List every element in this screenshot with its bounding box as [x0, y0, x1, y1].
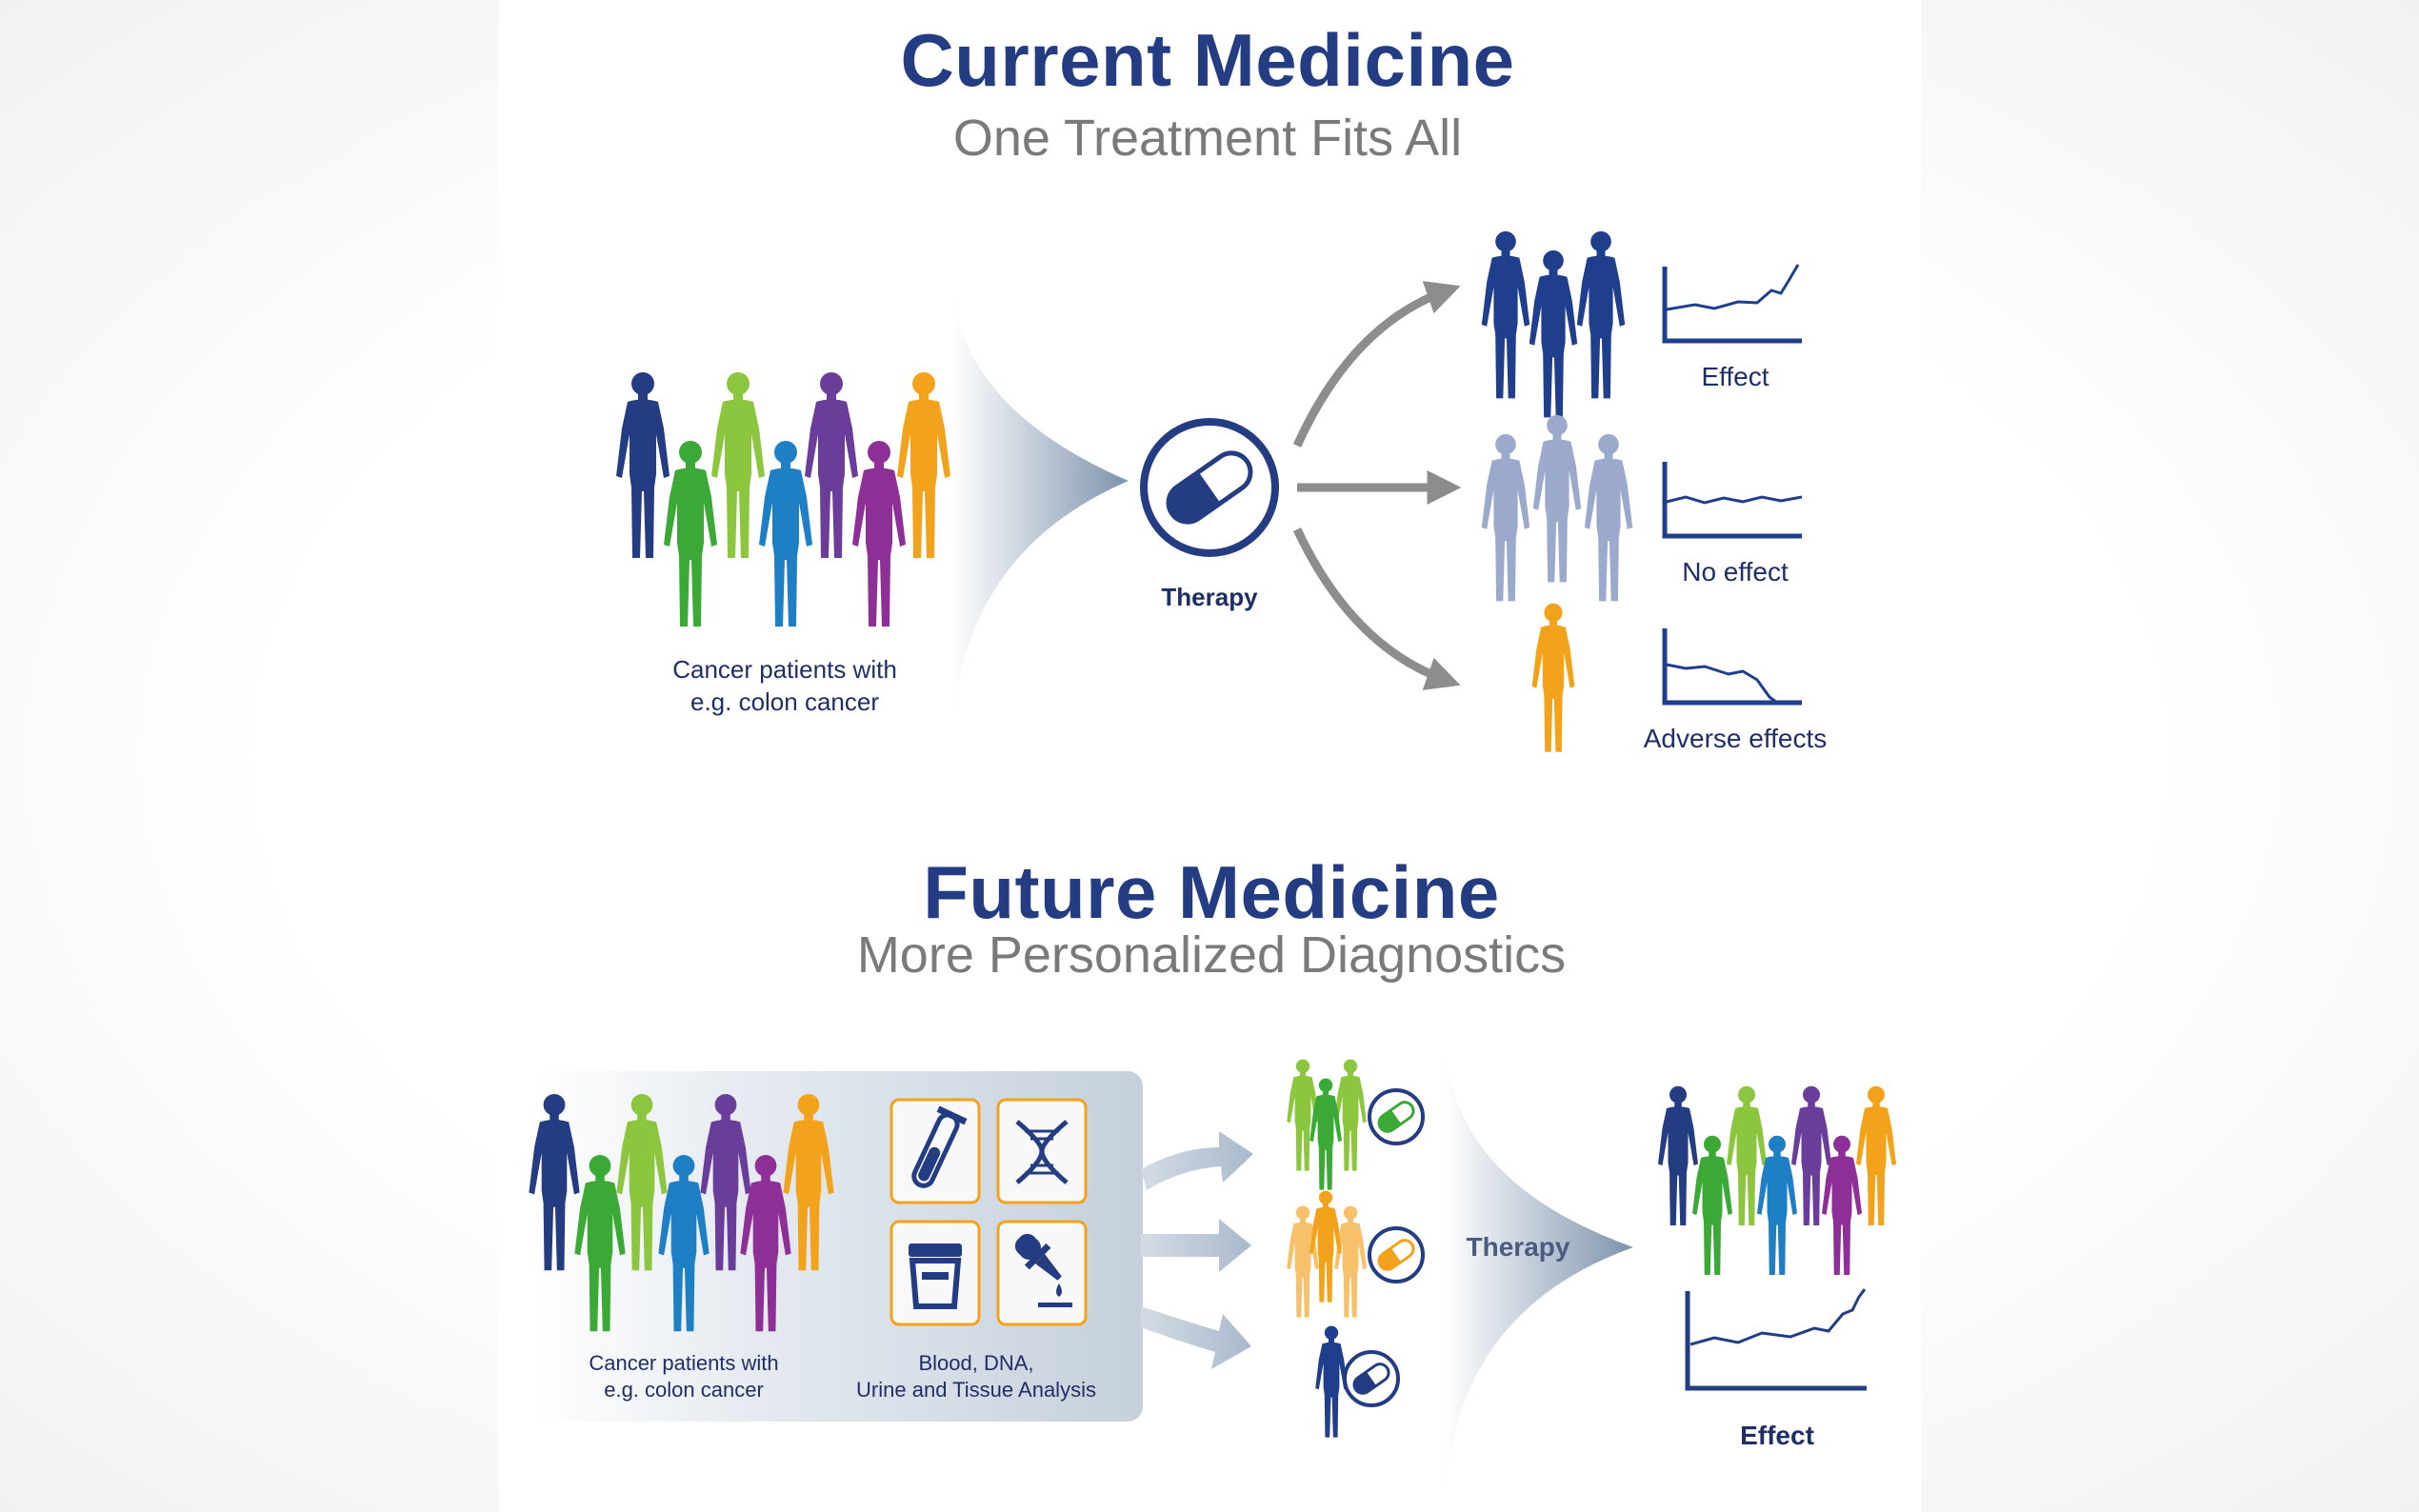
future-funnel-arrow [1446, 1038, 1633, 1512]
analysis-label-line2: Urine and Tissue Analysis [856, 1378, 1096, 1402]
effect-label: Effect [1701, 362, 1769, 391]
current-patients-group [616, 372, 950, 627]
future-patients-label-line1: Cancer patients with [589, 1351, 779, 1375]
urine-container-tile [890, 1220, 981, 1326]
future-therapy-label: Therapy [1466, 1232, 1570, 1262]
person-figure [1334, 1205, 1367, 1318]
person-figure [1856, 1085, 1896, 1225]
orange-subgroup [1287, 1190, 1425, 1318]
dropper-tile [996, 1220, 1088, 1326]
arrow-to-adverse [1292, 527, 1461, 690]
analysis-tiles [890, 1098, 1088, 1326]
green-subgroup [1287, 1059, 1425, 1190]
person-figure [1481, 433, 1530, 602]
current-subtitle: One Treatment Fits All [952, 109, 1463, 167]
adverse-mini-chart [1662, 628, 1802, 706]
future-effect-chart [1685, 1288, 1867, 1391]
person-figure [1532, 414, 1582, 583]
effect-mini-chart [1662, 264, 1802, 344]
person-figure [1481, 230, 1530, 399]
person-figure [852, 441, 906, 627]
person-figure [664, 441, 717, 627]
current-patients-label-line1: Cancer patients with [672, 655, 897, 684]
adverse-effects-group [1531, 603, 1575, 752]
current-patients-label: Cancer patients with e.g. colon cancer [672, 653, 897, 718]
person-figure [1658, 1085, 1698, 1225]
future-result-group [1658, 1085, 1896, 1275]
current-patients-label-line2: e.g. colon cancer [690, 687, 879, 716]
adverse-effects-label: Adverse effects [1643, 724, 1828, 753]
person-figure [805, 372, 858, 558]
person-figure [711, 372, 765, 558]
person-figure [1315, 1325, 1348, 1438]
test-tube-icon [911, 1105, 968, 1188]
future-title: Future Medicine [923, 850, 1500, 934]
person-figure [897, 372, 950, 558]
navy-subgroup [1315, 1325, 1400, 1438]
funnel-arrow [952, 286, 1129, 733]
future-subtitle: More Personalized Diagnostics [856, 926, 1567, 984]
arrow-to-navy-group [1141, 1306, 1251, 1369]
person-figure [1576, 230, 1626, 399]
person-figure [1529, 249, 1578, 418]
person-figure [1531, 603, 1575, 752]
person-figure [759, 441, 812, 627]
split-arrows [1141, 1131, 1253, 1369]
future-effect-label: Effect [1740, 1421, 1814, 1450]
no-effect-mini-chart [1662, 462, 1803, 539]
arrow-to-green-group [1141, 1131, 1253, 1190]
analysis-label: Blood, DNA, Urine and Tissue Analysis [856, 1350, 1096, 1403]
analysis-label-line1: Blood, DNA, [918, 1351, 1034, 1375]
no-effect-group [1481, 414, 1633, 602]
test-tube-tile [890, 1098, 981, 1204]
person-figure [1584, 433, 1633, 602]
arrow-to-orange-group [1141, 1219, 1251, 1272]
future-patients-label-line2: e.g. colon cancer [604, 1378, 764, 1402]
green-pill-icon [1377, 1101, 1415, 1133]
navy-pill-icon [1352, 1363, 1390, 1395]
dropper-icon [1014, 1233, 1072, 1307]
current-title: Current Medicine [900, 18, 1515, 102]
future-patients-label: Cancer patients with e.g. colon cancer [589, 1350, 778, 1403]
no-effect-label: No effect [1682, 557, 1789, 587]
dna-icon [1015, 1120, 1069, 1184]
person-figure [616, 372, 670, 558]
dna-tile [996, 1098, 1088, 1204]
effect-group [1481, 230, 1626, 418]
therapy-label: Therapy [1161, 583, 1258, 611]
orange-pill-icon [1377, 1239, 1415, 1271]
urine-container-icon [909, 1243, 962, 1309]
therapy-pill-icon [1140, 418, 1279, 557]
person-figure [1334, 1059, 1367, 1171]
arrow-to-effect [1292, 281, 1461, 448]
person-figure [1692, 1135, 1732, 1275]
